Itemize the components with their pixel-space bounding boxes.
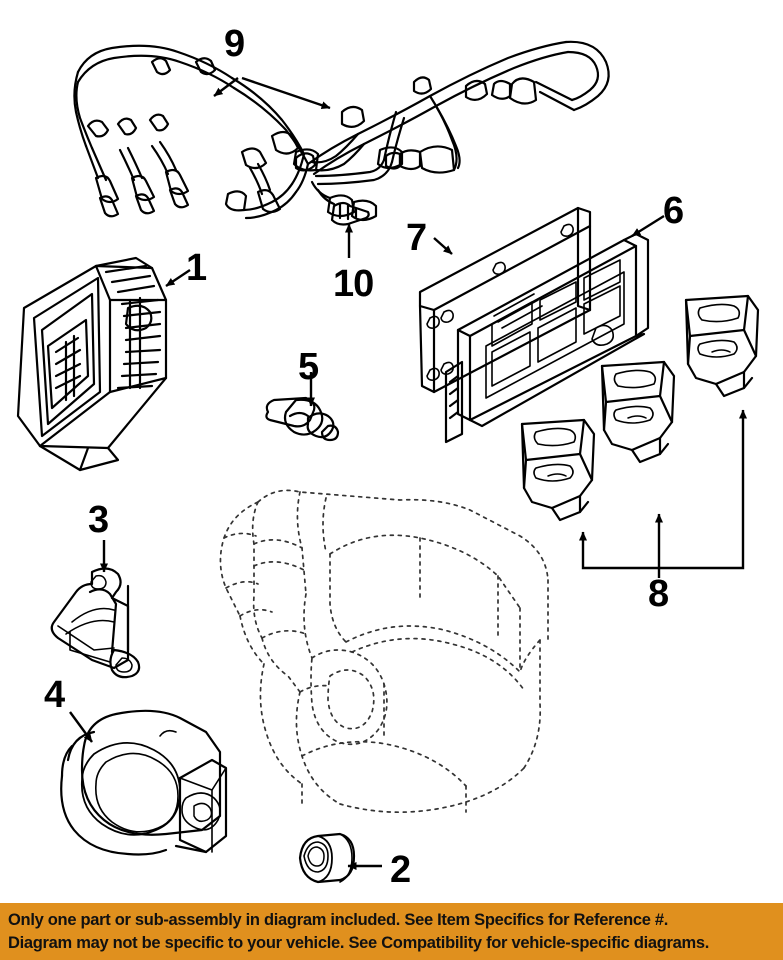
part-6-powertrain-control-module	[444, 232, 650, 444]
callout-label-8: 8	[648, 573, 669, 615]
callout-label-1: 1	[186, 247, 207, 289]
parts-diagram-canvas: 9 1 10 7 6 5 3 8 4 2	[16, 23, 760, 891]
engine-block-reference-outline	[219, 489, 549, 813]
part-10-knock-sensor	[330, 201, 370, 226]
callout-label-6: 6	[663, 190, 684, 232]
callout-leader-lines	[69, 76, 747, 870]
callout-label-2: 2	[390, 849, 411, 891]
part-8-engine-mount-insulator-b	[600, 360, 676, 464]
part-9-spark-plug-wire-set	[73, 40, 610, 222]
part-7-pcm-mounting-bracket	[418, 206, 592, 394]
part-4-timing-cover-seal-housing	[60, 709, 228, 856]
callout-label-3: 3	[88, 499, 109, 541]
part-2-bushing-grommet	[298, 832, 356, 884]
part-5-crankshaft-position-sensor	[265, 396, 340, 442]
callout-label-7: 7	[406, 217, 427, 259]
part-8-engine-mount-insulator-c	[520, 418, 596, 522]
disclaimer-line-1: Only one part or sub-assembly in diagram…	[8, 910, 669, 929]
callout-label-4: 4	[44, 674, 65, 716]
part-1-engine-control-module	[16, 256, 168, 472]
parts-diagram-illustration	[16, 40, 760, 884]
disclaimer-line-2: Diagram may not be specific to your vehi…	[8, 933, 710, 952]
callout-label-5: 5	[298, 346, 319, 388]
part-8-engine-mount-insulator-a	[684, 294, 760, 398]
disclaimer-banner: Only one part or sub-assembly in diagram…	[0, 903, 783, 960]
part-3-engine-mount-bracket	[50, 567, 141, 679]
callout-label-10: 10	[333, 263, 374, 305]
callout-label-9: 9	[224, 23, 245, 65]
